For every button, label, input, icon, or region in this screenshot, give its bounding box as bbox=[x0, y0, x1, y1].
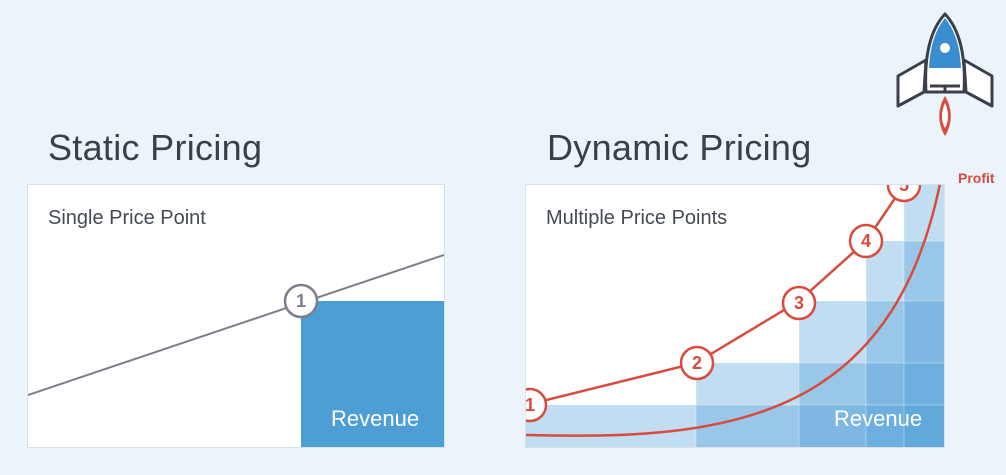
static-revenue-area bbox=[301, 301, 444, 447]
static-subtitle: Single Price Point bbox=[48, 207, 206, 229]
static-price-point-marker: 1 bbox=[283, 283, 319, 319]
dynamic-pricing-panel: 1 2 3 4 5 Multiple Price Points Revenue bbox=[525, 184, 945, 448]
profit-label: Profit bbox=[958, 170, 995, 186]
demand-line bbox=[28, 254, 444, 396]
price-point-2: 2 bbox=[679, 345, 715, 381]
svg-text:3: 3 bbox=[794, 293, 804, 313]
dynamic-revenue-label: Revenue bbox=[834, 406, 923, 431]
svg-text:4: 4 bbox=[861, 231, 871, 251]
price-point-5: 5 bbox=[886, 184, 922, 203]
static-revenue-label: Revenue bbox=[331, 406, 420, 431]
svg-text:5: 5 bbox=[899, 184, 909, 195]
price-point-4: 4 bbox=[848, 223, 884, 259]
static-price-point-label: 1 bbox=[296, 291, 306, 311]
svg-text:1: 1 bbox=[525, 395, 535, 415]
rocket-icon bbox=[896, 12, 994, 136]
dynamic-chart: 1 2 3 4 5 bbox=[526, 185, 944, 447]
svg-text:2: 2 bbox=[692, 353, 702, 373]
price-point-3: 3 bbox=[781, 285, 817, 321]
static-chart: 1 bbox=[28, 254, 444, 447]
profit-curve bbox=[526, 185, 941, 437]
dynamic-revenue-steps bbox=[526, 185, 944, 447]
dynamic-subtitle: Multiple Price Points bbox=[546, 207, 728, 229]
static-pricing-panel: 1 Single Price Point Revenue bbox=[27, 184, 445, 448]
price-point-1: 1 bbox=[525, 387, 548, 423]
static-pricing-title: Static Pricing bbox=[48, 127, 263, 168]
dynamic-pricing-title: Dynamic Pricing bbox=[547, 127, 812, 168]
